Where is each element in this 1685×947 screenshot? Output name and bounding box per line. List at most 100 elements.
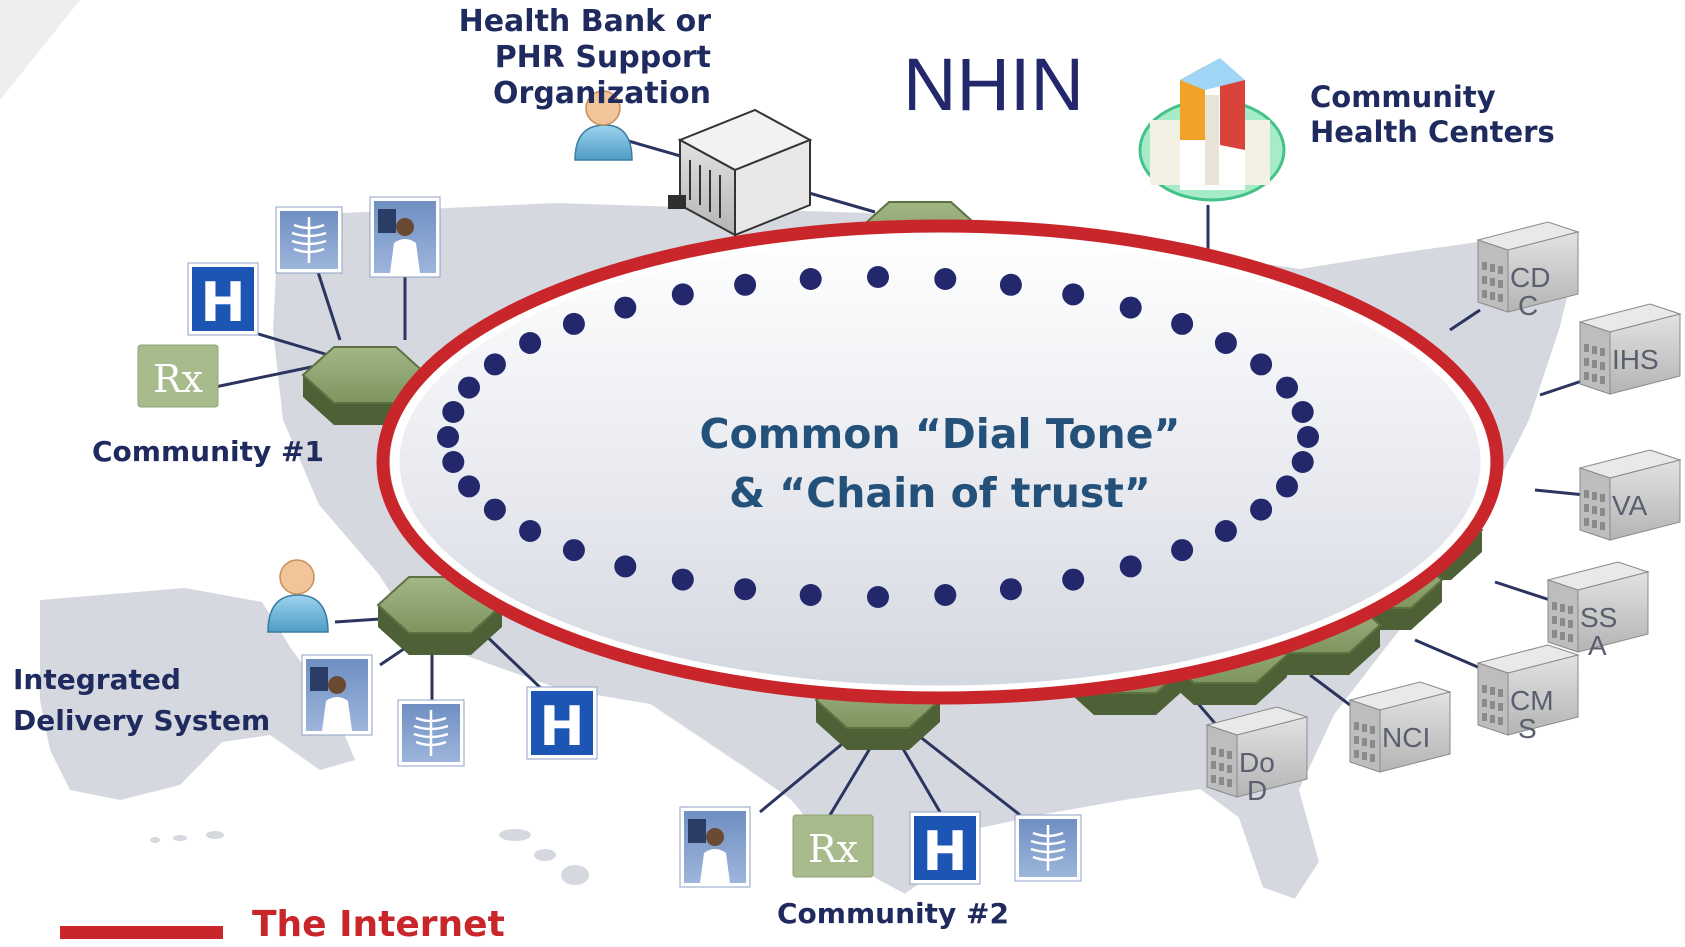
trust-dot [437, 426, 459, 448]
pharmacy-icon-community1: Rx [137, 344, 219, 408]
xray-icon-ids [397, 699, 465, 767]
hospital-icon-ids: H [526, 686, 598, 760]
trust-dot [1297, 426, 1319, 448]
rx-glyph: Rx [808, 827, 858, 871]
trust-dot [934, 584, 957, 606]
trust-dot [442, 401, 465, 423]
agency-building-va [1578, 449, 1682, 541]
trust-dot [483, 498, 506, 521]
trust-dot [562, 312, 585, 335]
trust-dot [1062, 283, 1085, 306]
trust-dot [614, 296, 637, 319]
trust-dot [442, 451, 465, 473]
community-health-centers-label: Community Health Centers [1310, 80, 1555, 150]
trust-dot [934, 268, 957, 290]
trust-dot [799, 584, 822, 606]
ids-user-icon [267, 559, 329, 633]
trust-dot [1250, 353, 1273, 376]
trust-dot [734, 273, 757, 296]
trust-dot [1276, 376, 1298, 399]
pharmacy-icon-community2: Rx [792, 814, 874, 878]
xray-icon-community1 [275, 206, 343, 274]
trust-dot [1119, 555, 1142, 578]
trust-dot [1214, 332, 1237, 354]
hospital-icon-community2: H [909, 811, 981, 885]
trust-dot [671, 568, 694, 591]
trust-dot [614, 555, 637, 578]
trust-dot [867, 266, 889, 288]
agency-label-nci: NCI [1382, 724, 1430, 752]
trust-dot [1062, 568, 1085, 591]
community-health-label-line2: Health Centers [1310, 114, 1555, 149]
agency-building-ssa [1546, 561, 1650, 653]
health-bank-label-line2: PHR Support Organization [493, 40, 711, 111]
hospital-glyph: H [922, 820, 967, 883]
community-1-label: Community #1 [92, 435, 324, 468]
trust-dot [999, 273, 1022, 296]
trust-dot [1214, 520, 1237, 542]
xray-icon-community2 [1014, 814, 1082, 882]
agency-building-cms [1476, 644, 1580, 736]
community-health-label-line1: Community [1310, 80, 1496, 114]
agency-label-line2: D [1247, 775, 1268, 806]
agency-label-line2: S [1518, 713, 1537, 744]
doctor-icon-community1 [369, 196, 441, 278]
agency-label-va: VA [1612, 492, 1647, 520]
hospital-icon-community1: H [187, 262, 259, 336]
community-2-label: Community #2 [777, 897, 1009, 930]
trust-dot [1250, 498, 1273, 521]
center-text-line2: & “Chain of trust” [729, 469, 1151, 518]
trust-dot [483, 353, 506, 376]
trust-dot [519, 520, 542, 542]
agency-building-dod [1205, 706, 1309, 798]
trust-dot [671, 283, 694, 306]
corner-decoration [0, 0, 80, 100]
integrated-delivery-system-label: Integrated Delivery System [13, 660, 270, 741]
agency-label-line2: C [1518, 290, 1539, 321]
chain-of-trust-dots [437, 266, 1319, 608]
agency-label-ihs: IHS [1612, 346, 1659, 374]
trust-dot [1171, 539, 1194, 562]
trust-dot [1291, 401, 1314, 423]
agency-label-line1: NCI [1382, 722, 1431, 753]
internet-legend-swatch [60, 926, 223, 939]
health-bank-server-icon [668, 108, 813, 237]
trust-dot [1171, 312, 1194, 335]
hospital-glyph: H [539, 695, 584, 758]
rx-glyph: Rx [153, 357, 203, 401]
agency-label-line2: A [1588, 630, 1607, 661]
hospital-glyph: H [200, 271, 245, 334]
trust-dot [799, 268, 822, 290]
trust-dot [458, 376, 480, 399]
internet-ring-outline [376, 219, 1504, 705]
trust-dot [1276, 475, 1298, 498]
phr-user-icon [574, 90, 633, 161]
health-bank-label-line1: Health Bank or [458, 4, 711, 39]
page-title: NHIN [903, 43, 1084, 126]
trust-dot [734, 578, 757, 601]
trust-dot [999, 578, 1022, 601]
agency-building-nci [1348, 681, 1452, 773]
agency-label-line1: VA [1612, 490, 1648, 521]
agency-label-line1: CM [1510, 685, 1554, 716]
ids-label-line1: Integrated [13, 663, 181, 696]
agency-label-line1: IHS [1612, 344, 1659, 375]
trust-dot [1291, 451, 1314, 473]
agency-building-ihs [1578, 303, 1682, 395]
trust-dot [1119, 296, 1142, 319]
agency-label-line1: SS [1580, 602, 1618, 633]
doctor-icon-ids [301, 654, 373, 736]
trust-dot [519, 332, 542, 354]
community-health-center-icon [1138, 58, 1286, 202]
agency-building-cdc [1476, 221, 1580, 313]
internet-legend-label: The Internet [252, 904, 505, 945]
ring-inner-border [390, 229, 1490, 695]
trust-dot [562, 539, 585, 562]
center-text: Common “Dial Tone” & “Chain of trust” [640, 405, 1240, 524]
center-text-line1: Common “Dial Tone” [699, 410, 1181, 458]
